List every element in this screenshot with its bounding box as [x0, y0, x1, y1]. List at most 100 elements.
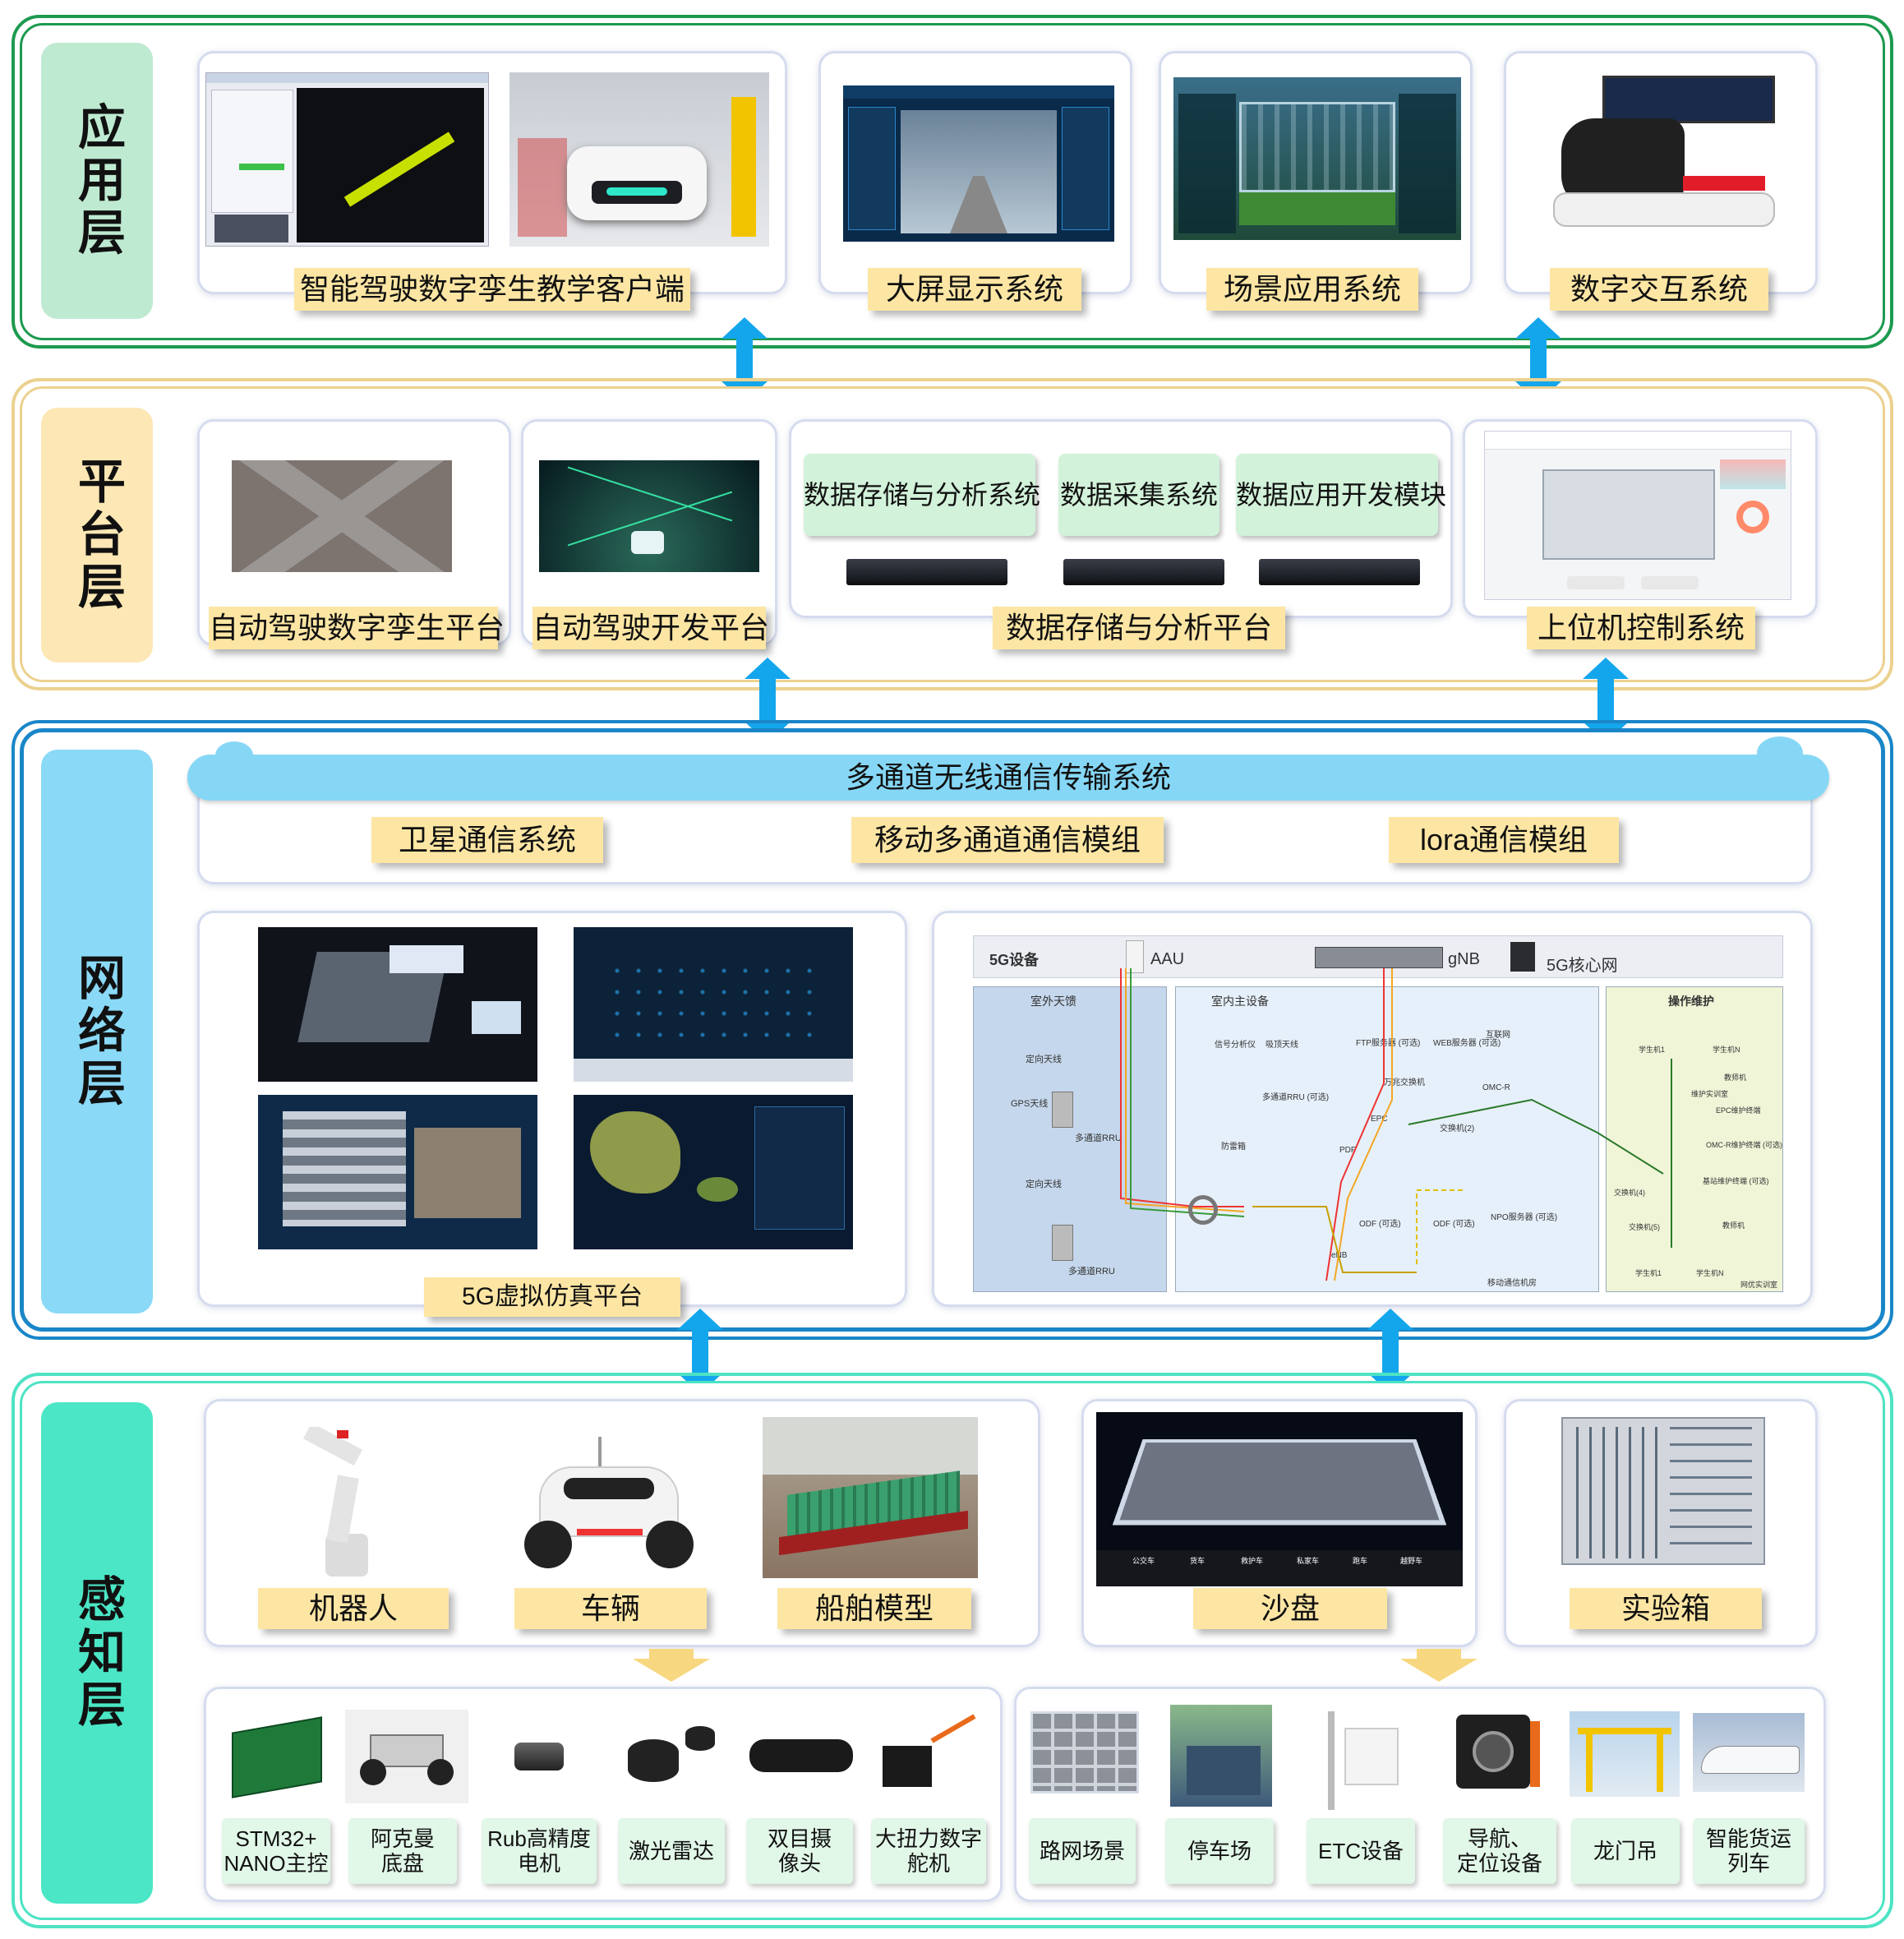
diagram-label: 多通道RRU (可选) — [1262, 1093, 1330, 1102]
sandbox-image — [1096, 1412, 1463, 1586]
scene-parking-lot: 停车场 — [1165, 1818, 1274, 1884]
label-5g-sim-platform: 5G虚拟仿真平台 — [424, 1277, 680, 1317]
diagram-label: 基站维护终端 (可选) — [1703, 1177, 1769, 1185]
sandbox-tab-strip — [1096, 1550, 1463, 1586]
sandbox-tab[interactable]: 越野车 — [1400, 1557, 1423, 1565]
diagram-label: 信号分析仪 — [1215, 1041, 1256, 1050]
diagram-label: EPC维护终端 — [1716, 1106, 1761, 1115]
diagram-label: ODF (可选) — [1359, 1220, 1401, 1229]
network-layer-title: 网络层 — [41, 750, 153, 1313]
double-arrow-icon — [1515, 317, 1561, 403]
sandbox-tab[interactable]: 救护车 — [1241, 1557, 1264, 1565]
big-screen-screenshot — [843, 85, 1114, 242]
server-icon — [1259, 559, 1420, 585]
diagram-label: FTP服务器 (可选) — [1356, 1039, 1421, 1048]
label-lora-module: lora通信模组 — [1389, 817, 1619, 863]
sandbox-tab[interactable]: 跑车 — [1353, 1557, 1368, 1565]
scene-app-screenshot — [1173, 77, 1461, 240]
cloud-banner-label: 多通道无线通信传输系统 — [845, 760, 1171, 794]
diagram-label: 交换机(2) — [1440, 1124, 1475, 1133]
host-control-screenshot — [1484, 431, 1791, 600]
agv-vehicle-photo — [509, 72, 769, 247]
diagram-label: 多通道RRU — [1068, 1267, 1115, 1277]
diagram-label: ODF (可选) — [1433, 1220, 1475, 1229]
gnb-device-icon — [1315, 947, 1443, 968]
label-mobile-multichannel: 移动多通道通信模组 — [851, 817, 1164, 863]
label-satellite-comm: 卫星通信系统 — [371, 817, 603, 863]
rru-icon — [1052, 1225, 1073, 1261]
gantry-crane-image — [1570, 1711, 1680, 1797]
label-teaching-client: 智能驾驶数字孪生教学客户端 — [294, 268, 690, 311]
scene-freight-train: 智能货运 列车 — [1693, 1818, 1805, 1884]
sandbox-tab[interactable]: 私家车 — [1297, 1557, 1320, 1565]
etc-device-image — [1307, 1711, 1408, 1810]
diagram-label: 交换机(5) — [1629, 1223, 1660, 1231]
component-stereo-camera: 双目摄 像头 — [746, 1818, 853, 1884]
sim-screenshot-2 — [574, 927, 853, 1082]
diagram-label: 防雷箱 — [1221, 1143, 1246, 1152]
server-icon — [1063, 559, 1224, 585]
5g-diagram: 5G设备 AAU gNB 5G核心网 室外天馈 室内主设备 操作维护 定向天线 … — [973, 935, 1783, 1292]
servo-image — [871, 1710, 986, 1803]
aau-label: AAU — [1150, 950, 1185, 968]
components-card — [204, 1687, 1003, 1902]
teaching-client-screenshot — [205, 72, 489, 247]
application-layer-title: 应用层 — [41, 43, 153, 319]
diagram-label: OMC-R维护终端 (可选) — [1706, 1141, 1782, 1149]
core-network-icon — [1510, 942, 1535, 972]
zone-outdoor-label: 室外天馈 — [1030, 995, 1076, 1008]
intersection-image — [232, 460, 452, 572]
label-big-screen: 大屏显示系统 — [868, 268, 1081, 311]
diagram-label: NPO服务器 (可选) — [1491, 1213, 1558, 1222]
server-icon — [846, 559, 1007, 585]
diagram-label: 互联网 — [1486, 1031, 1510, 1040]
navigation-device-image — [1448, 1710, 1550, 1802]
sandbox-tab[interactable]: 公交车 — [1132, 1557, 1155, 1565]
driving-simulator-photo — [1545, 69, 1791, 243]
diagram-label: OMC-R — [1482, 1083, 1510, 1092]
motor-image — [490, 1710, 597, 1803]
cloud-icon — [215, 741, 253, 769]
diagram-label: 学生机N — [1713, 1046, 1740, 1054]
scene-road-network: 路网场景 — [1029, 1818, 1136, 1884]
scene-gantry-crane: 龙门吊 — [1571, 1818, 1680, 1884]
label-dev-platform: 自动驾驶开发平台 — [532, 607, 769, 649]
scene-navigation-device: 导航、 定位设备 — [1443, 1818, 1556, 1884]
core-network-label: 5G核心网 — [1547, 957, 1618, 975]
diagram-label: 定向天线 — [1026, 1180, 1062, 1189]
diagram-label: 学生机N — [1696, 1269, 1724, 1277]
vehicle-image — [519, 1437, 698, 1577]
component-stm32: STM32+ NANO主控 — [222, 1818, 330, 1884]
network-layer — [12, 720, 1893, 1340]
zone-oam-label: 操作维护 — [1668, 995, 1714, 1008]
robot-arm-image — [296, 1427, 394, 1583]
sim-screenshot-4 — [574, 1095, 853, 1249]
sandbox-tab[interactable]: 货车 — [1190, 1557, 1206, 1565]
label-vehicle: 车辆 — [514, 1588, 707, 1629]
label-digital-twin-platform: 自动驾驶数字孪生平台 — [209, 607, 505, 649]
5g-title: 5G设备 — [989, 952, 1040, 968]
diagram-label: 网优实训室 — [1740, 1281, 1778, 1289]
label-scene-app: 场景应用系统 — [1206, 268, 1418, 311]
diagram-label: 学生机1 — [1635, 1269, 1662, 1277]
label-ship-model: 船舶模型 — [777, 1588, 971, 1629]
dev-platform-image — [539, 460, 759, 572]
sim-screenshot-3 — [258, 1095, 537, 1249]
diagram-label: PDF — [1339, 1146, 1356, 1155]
diagram-label: 定向天线 — [1026, 1055, 1062, 1064]
double-arrow-icon — [721, 317, 768, 403]
perception-layer-title: 感知层 — [41, 1402, 153, 1904]
application-layer — [12, 15, 1893, 349]
parking-lot-image — [1170, 1705, 1272, 1807]
label-data-platform: 数据存储与分析平台 — [993, 607, 1285, 649]
stereo-camera-image — [746, 1710, 856, 1803]
label-host-control: 上位机控制系统 — [1527, 607, 1755, 649]
cloud-icon — [1757, 736, 1803, 769]
down-arrow-icon — [1400, 1649, 1478, 1682]
diagram-label: 吸顶天线 — [1265, 1041, 1298, 1050]
label-sandbox: 沙盘 — [1193, 1588, 1387, 1629]
lidar-image — [616, 1710, 723, 1803]
platform-layer-title: 平台层 — [41, 408, 153, 662]
zone-indoor-label: 室内主设备 — [1211, 995, 1269, 1008]
component-lidar: 激光雷达 — [618, 1818, 725, 1884]
